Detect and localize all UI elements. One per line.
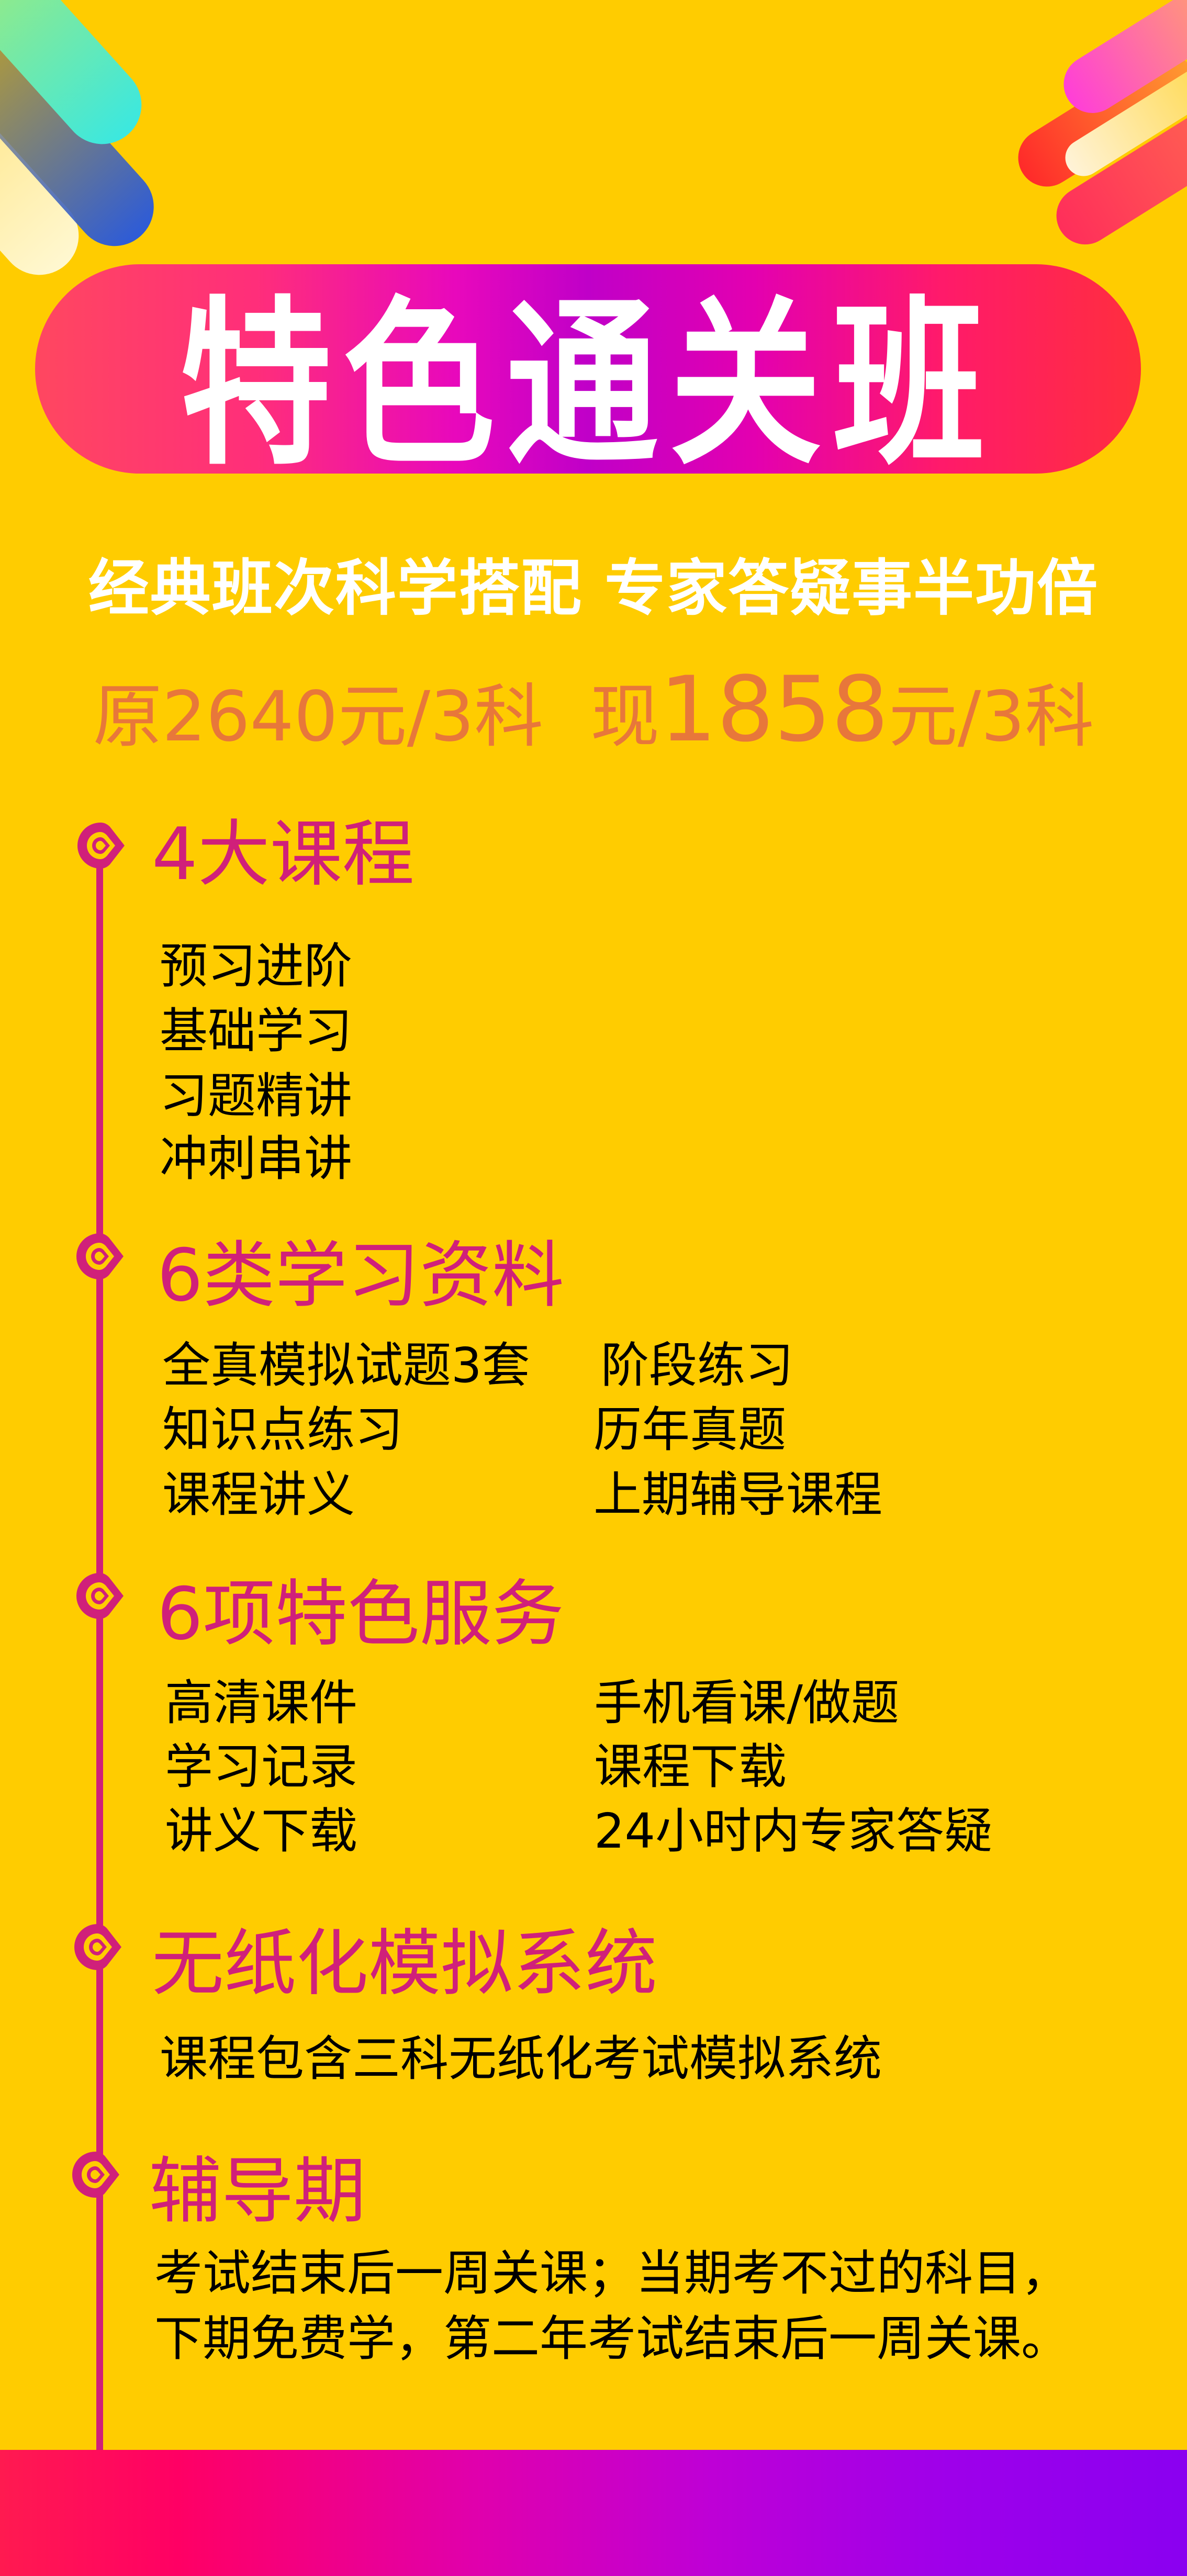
list-item: 课程下载 — [594, 1739, 787, 1795]
section-heading-courses: 4大课程 — [152, 812, 415, 896]
location-pin-icon — [77, 823, 125, 869]
list-item: 上期辅导课程 — [594, 1467, 883, 1523]
location-pin-icon — [72, 2152, 119, 2198]
original-price-unit: 元/3科 — [338, 677, 544, 757]
section-heading-tutoring-period: 辅导期 — [149, 2149, 366, 2233]
paperless-description: 课程包含三科无纸化考试模拟系统 — [160, 2031, 882, 2087]
list-item: 课程讲义 — [162, 1467, 355, 1523]
subtitle: 经典班次科学搭配 专家答疑事半功倍 — [88, 553, 1099, 624]
original-price-label: 原 — [93, 677, 162, 757]
section-heading-paperless-system: 无纸化模拟系统 — [152, 1921, 658, 2006]
location-pin-icon — [74, 1924, 121, 1970]
list-item: 知识点练习 — [162, 1402, 404, 1458]
tutoring-description-line-2: 下期免费学，第二年考试结束后一周关课。 — [154, 2311, 1070, 2367]
list-item: 基础学习 — [160, 1003, 353, 1059]
list-item: 历年真题 — [594, 1402, 787, 1458]
current-price-unit: 元/3科 — [888, 677, 1094, 757]
list-item: 讲义下载 — [165, 1803, 358, 1859]
original-price-amount: 2640 — [162, 677, 338, 757]
list-item: 高清课件 — [165, 1675, 358, 1731]
price-row: 原2640元/3科现1858元/3科 — [0, 657, 1187, 762]
list-item: 阶段练习 — [601, 1337, 794, 1393]
section-heading-services: 6项特色服务 — [157, 1572, 564, 1656]
location-pin-icon — [76, 1233, 124, 1279]
current-price-amount: 1858 — [659, 657, 889, 762]
list-item: 手机看课/做题 — [594, 1675, 899, 1731]
list-item: 习题精讲 — [160, 1068, 353, 1124]
list-item: 24小时内专家答疑 — [594, 1803, 993, 1859]
list-item: 冲刺串讲 — [160, 1131, 353, 1187]
list-item: 预习进阶 — [160, 938, 353, 994]
list-item: 学习记录 — [165, 1739, 358, 1795]
section-heading-materials: 6类学习资料 — [157, 1233, 564, 1318]
location-pin-icon — [76, 1573, 124, 1619]
bottom-gradient-band — [0, 2450, 1187, 2576]
title-banner: 特色通关班 — [35, 264, 1141, 489]
timeline-line — [96, 848, 103, 2454]
list-item: 全真模拟试题3套 — [162, 1337, 530, 1393]
page-title: 特色通关班 — [180, 281, 996, 490]
tutoring-description-line-1: 考试结束后一周关课；当期考不过的科目， — [154, 2245, 1070, 2301]
current-price-label: 现 — [590, 677, 660, 757]
